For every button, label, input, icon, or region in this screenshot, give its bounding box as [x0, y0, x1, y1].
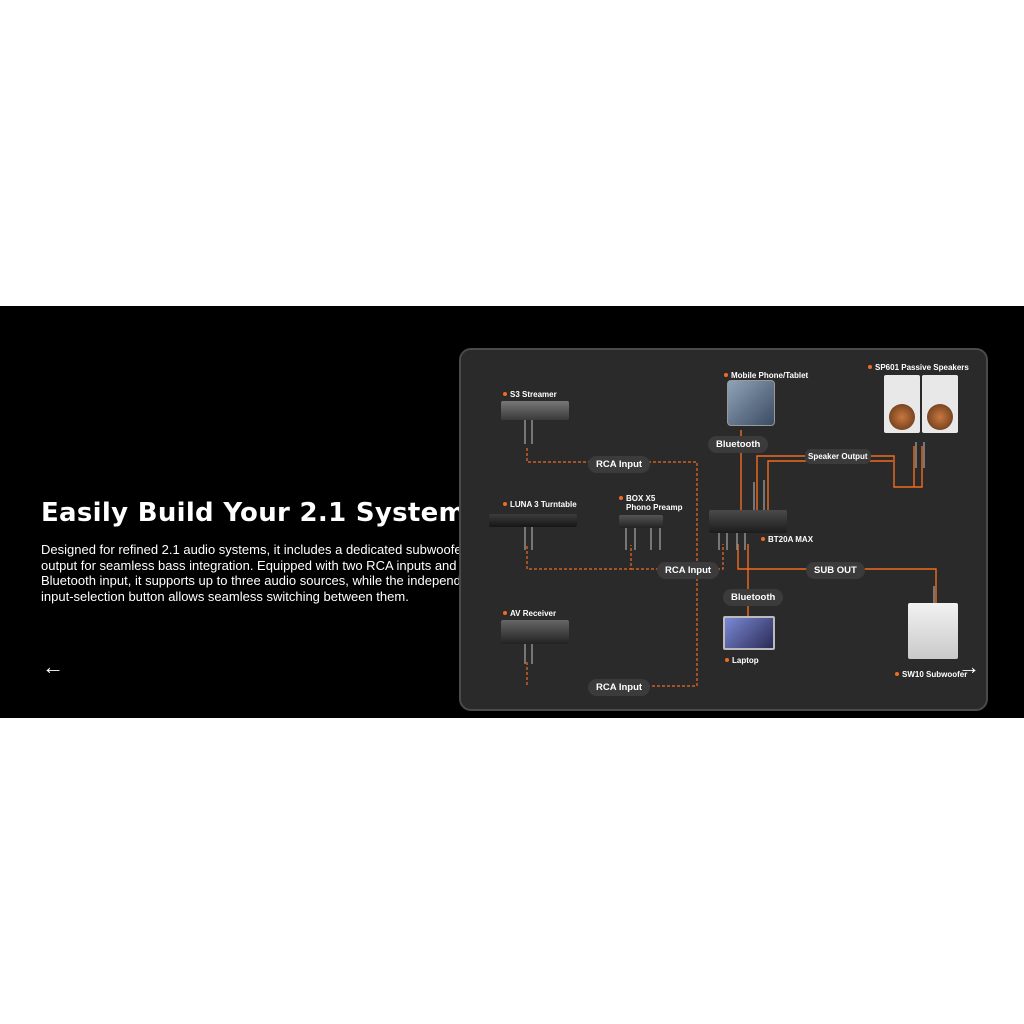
wire-speaker-output — [756, 446, 923, 510]
hero-banner: Easily Build Your 2.1 System Designed fo… — [0, 306, 1024, 718]
preamp-image — [619, 515, 663, 528]
amp-label: BT20A MAX — [761, 535, 813, 544]
bluetooth-bottom-pill: Bluetooth — [723, 589, 784, 606]
rca-input-mid-pill: RCA Input — [657, 562, 720, 579]
subwoofer-label: SW10 Subwoofer — [895, 670, 967, 679]
laptop-label: Laptop — [725, 656, 759, 665]
speaker-right-woofer — [927, 404, 953, 430]
receiver-label: AV Receiver — [503, 609, 556, 618]
wire-turntable-to-preamp — [526, 545, 632, 570]
rca-input-top-pill: RCA Input — [588, 456, 651, 473]
amp-image — [709, 510, 787, 533]
wire-rca-to-amp — [697, 544, 724, 570]
phone-tablet-label: Mobile Phone/Tablet — [724, 371, 808, 380]
wire-speaker-output-2 — [767, 460, 893, 510]
subwoofer-image — [908, 603, 958, 659]
wire-sub-out — [737, 544, 937, 618]
laptop-image — [723, 616, 775, 650]
turntable-image — [489, 514, 577, 527]
phone-tablet-image — [727, 380, 775, 426]
sub-out-pill: SUB OUT — [806, 562, 865, 579]
hero-description: Designed for refined 2.1 audio systems, … — [41, 542, 479, 604]
hero-title: Easily Build Your 2.1 System — [41, 498, 466, 528]
bluetooth-top-pill: Bluetooth — [708, 436, 769, 453]
arrow-left-icon[interactable]: ← — [42, 654, 64, 679]
turntable-label: LUNA 3 Turntable — [503, 500, 577, 509]
speaker-left-woofer — [889, 404, 915, 430]
speakers-label: SP601 Passive Speakers — [868, 363, 969, 372]
rca-input-bottom-pill: RCA Input — [588, 679, 651, 696]
receiver-image — [501, 620, 569, 644]
arrow-right-icon[interactable]: → — [958, 654, 980, 679]
streamer-image — [501, 401, 569, 420]
speaker-output-pill: Speaker Output — [805, 449, 871, 464]
streamer-label: S3 Streamer — [503, 390, 557, 399]
connection-wires — [524, 420, 937, 687]
